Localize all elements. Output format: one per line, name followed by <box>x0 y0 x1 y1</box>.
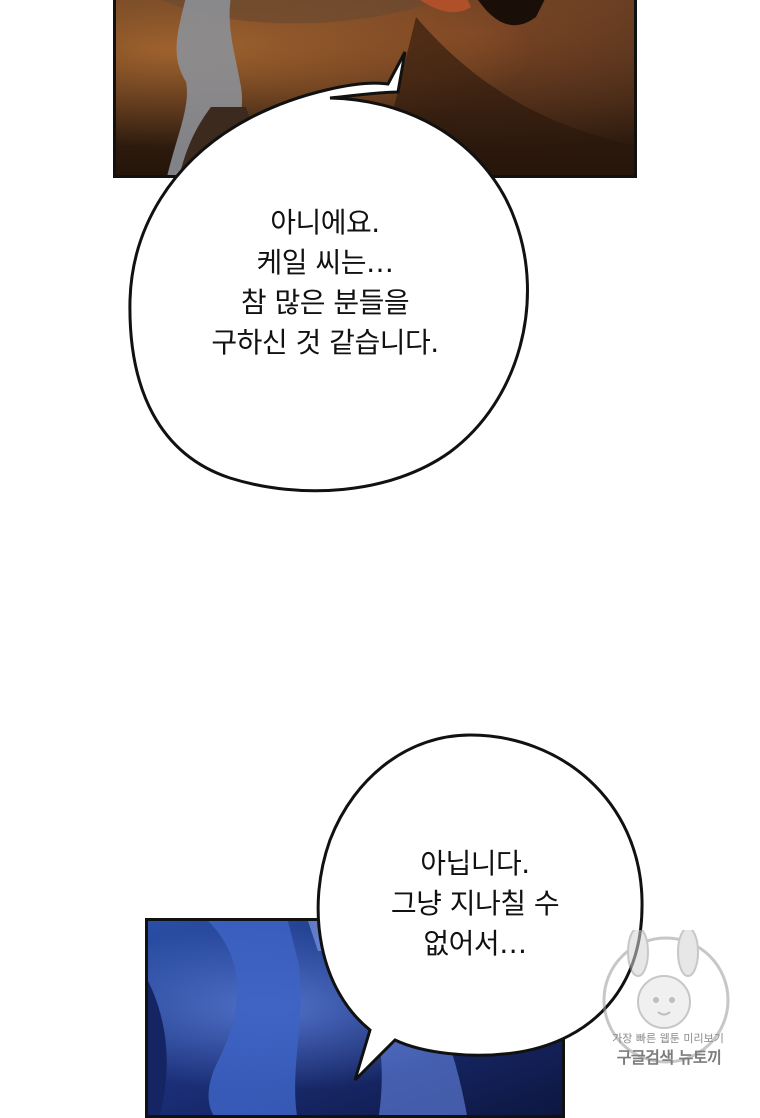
watermark-brand: 구글검색 뉴토끼 <box>616 1048 722 1067</box>
dialogue-line: 참 많은 분들을 <box>240 286 410 319</box>
dialogue-line: 그냥 지나칠 수 <box>390 887 560 920</box>
dialogue-line: 아닙니다. <box>420 847 530 880</box>
dialogue-line: 구하신 것 같습니다. <box>211 326 439 359</box>
dialogue-line: 아니에요. <box>270 206 380 239</box>
watermark-tagline: 가장 빠른 웹툰 미리보기 <box>612 1032 724 1045</box>
speech-bubble-2 <box>316 733 644 1082</box>
dialogue-line: 없어서… <box>423 927 527 960</box>
speech-bubble-2-text: 아닙니다. 그냥 지나칠 수 없어서… <box>350 844 600 964</box>
speech-bubble-1 <box>128 51 529 493</box>
dialogue-line: 케일 씨는… <box>256 246 394 279</box>
watermark-rabbit-logo <box>602 930 730 1064</box>
speech-bubble-1-text: 아니에요. 케일 씨는… 참 많은 분들을 구하신 것 같습니다. <box>180 203 470 363</box>
